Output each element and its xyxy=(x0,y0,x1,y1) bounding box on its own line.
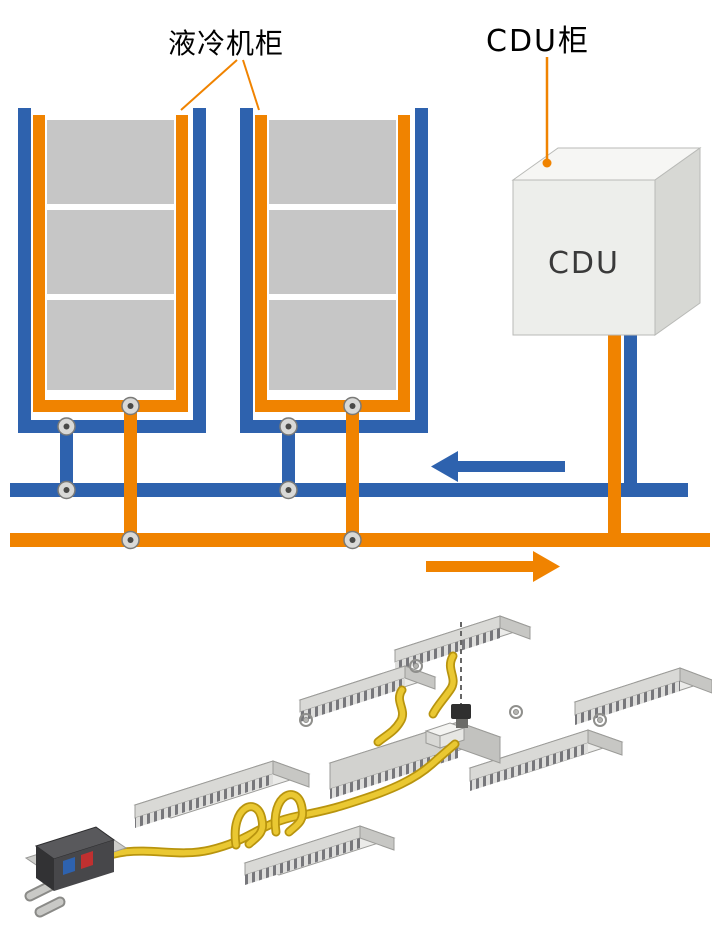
connector-red-port xyxy=(81,851,93,869)
server-module xyxy=(47,210,174,294)
rack-label: 液冷机柜 xyxy=(168,27,285,60)
spring-screw-icon xyxy=(299,713,313,727)
valve-icon xyxy=(343,530,362,550)
cdu-supply-pipe xyxy=(608,330,621,540)
cdu-unit-label: CDU xyxy=(548,246,620,281)
return-flow-arrow-icon xyxy=(431,451,565,482)
server-module xyxy=(47,300,174,390)
rack-2-modules xyxy=(269,120,396,390)
mounting-tray xyxy=(328,721,502,799)
coolant-tubes xyxy=(81,651,460,871)
valve-icon xyxy=(279,417,298,436)
plug-connector-tip xyxy=(456,719,468,728)
server-module xyxy=(269,210,396,294)
connector-receptacle xyxy=(424,722,466,749)
cold-plate-board xyxy=(298,665,437,722)
spring-screw-icon xyxy=(409,659,423,673)
valve-icon xyxy=(57,417,76,436)
valve-icon xyxy=(279,480,298,500)
cold-plate-illustration xyxy=(24,615,712,918)
cold-plate-board xyxy=(243,825,396,885)
valve-icon xyxy=(343,396,362,416)
spring-screw-icon xyxy=(593,713,607,727)
connector-body-left xyxy=(36,846,54,891)
cold-plate-board xyxy=(393,615,532,672)
server-module xyxy=(269,300,396,390)
server-module xyxy=(269,120,396,204)
quick-connector xyxy=(24,826,128,918)
rack-2-supply-loop xyxy=(255,115,410,540)
plug-connector xyxy=(451,704,471,719)
cdu-label-leader-line xyxy=(542,57,552,168)
supply-flow-arrow-icon xyxy=(426,551,560,582)
spring-screw-icon xyxy=(509,705,523,719)
cold-plate-board xyxy=(468,729,624,791)
insertion-guide xyxy=(451,622,471,728)
cdu-return-pipe xyxy=(624,330,637,490)
valve-icon xyxy=(57,480,76,500)
cdu-cabinet-label: CDU柜 xyxy=(486,24,591,59)
rack-label-leader-lines xyxy=(180,59,260,111)
cdu-unit-box: CDU xyxy=(511,147,702,336)
valve-icon xyxy=(121,396,140,416)
pipe-junction-valves xyxy=(57,396,362,550)
server-module xyxy=(47,120,174,204)
rack-1-modules xyxy=(47,120,174,390)
cooling-loop-schematic: CDU xyxy=(10,57,710,582)
valve-icon xyxy=(121,530,140,550)
cold-plate-board xyxy=(133,760,311,828)
rack-1-supply-loop xyxy=(33,115,188,540)
connector-blue-port xyxy=(63,857,75,875)
